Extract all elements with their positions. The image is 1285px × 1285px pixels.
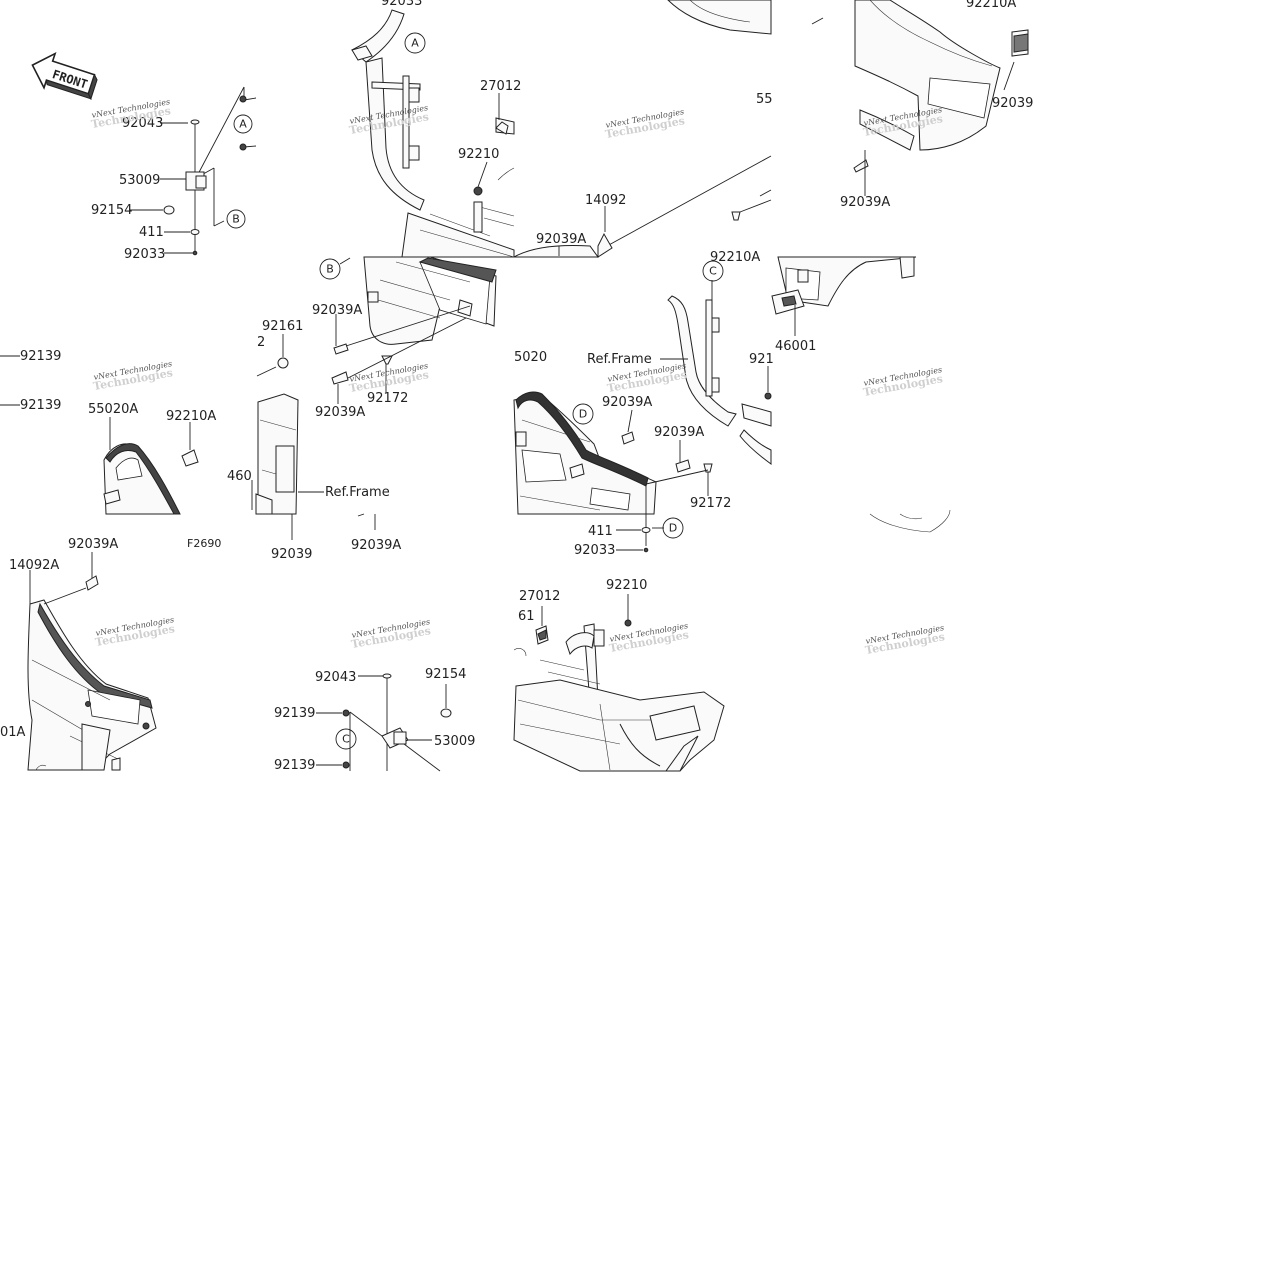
label-ref-frame-a: Ref.Frame <box>325 485 390 500</box>
tile-frame-a: 92033 27012 92210 A <box>351 0 521 258</box>
watermarks: Technologies vNext Technologies Technolo… <box>90 97 946 657</box>
tile-hinge-c: 92043 92154 92139 53009 92139 C <box>274 667 475 773</box>
tile-frame-lower: 27012 92210 61 <box>513 578 725 772</box>
label-27012-b: 27012 <box>519 589 560 604</box>
tile-door-seal: 92139 92139 55020A 92210A <box>0 349 216 515</box>
label-921: 921 <box>749 352 774 367</box>
label-92039a-t6b: 92039A <box>315 405 365 420</box>
label-92033-b: 92033 <box>574 543 615 558</box>
callout-a-1: A <box>239 118 247 131</box>
callout-d-1: D <box>579 408 587 421</box>
label-460: 460 <box>227 469 252 484</box>
label-92039a-t3: 92039A <box>536 232 586 247</box>
label-92172-a: 92172 <box>367 391 408 406</box>
label-92154-b: 92154 <box>425 667 466 682</box>
label-92039a-t4: 92039A <box>840 195 890 210</box>
label-53009-b: 53009 <box>434 734 475 749</box>
label-92139-b: 92139 <box>20 398 61 413</box>
label-92033-a: 92033 <box>124 247 165 262</box>
label-2: 2 <box>257 335 265 350</box>
label-55020a: 55020A <box>88 402 138 417</box>
label-ref-frame-b: Ref.Frame <box>587 352 652 367</box>
label-92043-a: 92043 <box>122 116 163 131</box>
tile-door-b: 92161 2 92039A 92172 92039A 460 Ref.Fram… <box>227 256 497 515</box>
label-92154-a: 92154 <box>91 203 132 218</box>
tile-hinge-ab: FRONT 92043 53009 92154 411 92033 A B <box>31 51 257 262</box>
label-92210a-t4: 92210A <box>966 0 1016 11</box>
front-arrow-icon: FRONT <box>31 51 98 101</box>
label-92039a-t9b: 92039A <box>68 537 118 552</box>
callout-c-1: C <box>709 265 717 278</box>
label-92210-b: 92210 <box>606 578 647 593</box>
label-46001: 46001 <box>775 339 816 354</box>
label-411-b: 411 <box>588 524 613 539</box>
label-92043-b: 92043 <box>315 670 356 685</box>
label-411-a: 411 <box>139 225 164 240</box>
label-92139-c: 92139 <box>274 706 315 721</box>
tile-panel-top: 55 14092 92039A 92210A <box>512 0 773 265</box>
callout-d-2: D <box>669 522 677 535</box>
label-92139-a: 92139 <box>20 349 61 364</box>
label-53009-a: 53009 <box>119 173 160 188</box>
label-92039-t9: 92039 <box>271 547 312 562</box>
callout-c-2: C <box>342 733 350 746</box>
label-f2690: F2690 <box>187 537 221 550</box>
label-92139-d: 92139 <box>274 758 315 773</box>
label-92039a-t7b: 92039A <box>654 425 704 440</box>
label-01a: 01A <box>0 725 26 740</box>
callout-b-1: B <box>232 213 240 226</box>
label-92172-b: 92172 <box>690 496 731 511</box>
callout-b-2: B <box>326 263 334 276</box>
callout-a-2: A <box>411 37 419 50</box>
label-61: 61 <box>518 609 535 624</box>
label-92039a-t6a: 92039A <box>312 303 362 318</box>
label-5020: 5020 <box>514 350 547 365</box>
tile-door-lower: 92039 92039A F2690 92039A 14092A 01A <box>0 513 401 771</box>
label-92039a-t9: 92039A <box>351 538 401 553</box>
label-92039-t4: 92039 <box>992 96 1033 111</box>
label-27012-top: 27012 <box>480 79 521 94</box>
tile-side-panel: 92210A 92039 92039A <box>811 0 1033 210</box>
label-92161: 92161 <box>262 319 303 334</box>
label-14092: 14092 <box>585 193 626 208</box>
tile-latch: 46001 <box>771 256 951 533</box>
tile-door-d: 5020 Ref.Frame 92039A 92039A 92172 411 9… <box>513 260 774 558</box>
label-92039a-t7a: 92039A <box>602 395 652 410</box>
label-92210a-t3: 92210A <box>710 250 760 265</box>
label-55-top: 55 <box>756 92 773 107</box>
label-14092a: 14092A <box>9 558 59 573</box>
label-92210-top: 92210 <box>458 147 499 162</box>
label-92033-top: 92033 <box>381 0 422 9</box>
label-92210a-t5: 92210A <box>166 409 216 424</box>
